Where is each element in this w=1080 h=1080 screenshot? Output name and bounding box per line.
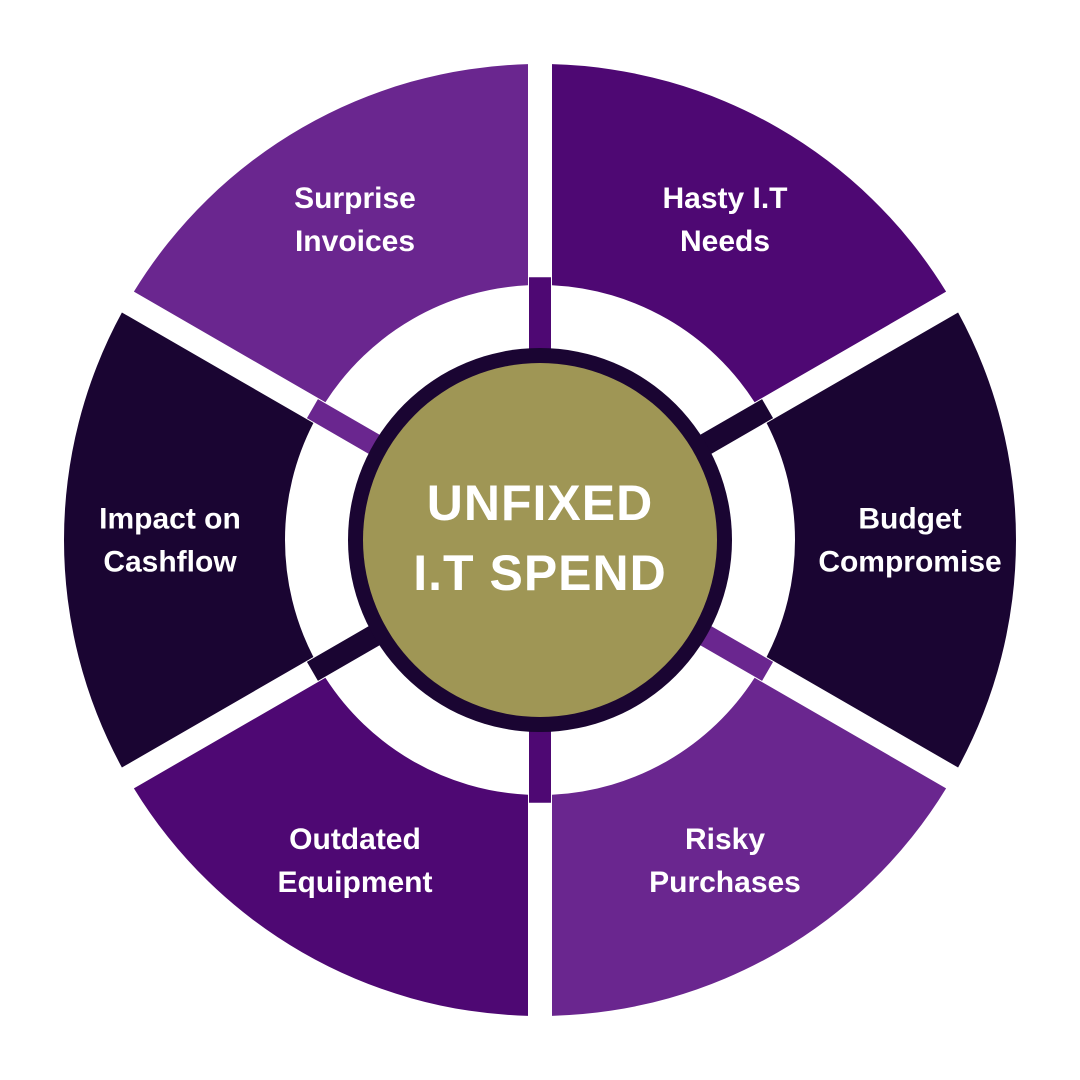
- connector-impact-on-cashflow: [306, 399, 385, 457]
- label-outdated-equipment-line-2: Equipment: [278, 866, 433, 899]
- center-title-line-1: UNFIXED: [427, 475, 653, 531]
- center-disc: [363, 363, 717, 717]
- label-budget-compromise-line-1: Budget: [858, 503, 961, 536]
- connector-risky-purchases: [529, 725, 551, 803]
- label-hasty-it-needs-line-2: Needs: [680, 225, 770, 258]
- label-outdated-equipment-line-1: Outdated: [289, 823, 421, 856]
- segment-outdated-equipment: [133, 677, 528, 1016]
- label-impact-on-cashflow-line-2: Cashflow: [103, 546, 237, 579]
- label-risky-purchases-line-1: Risky: [685, 823, 765, 856]
- center-title-line-2: I.T SPEND: [413, 545, 666, 601]
- label-surprise-invoices-line-1: Surprise: [294, 182, 416, 215]
- label-risky-purchases-line-2: Purchases: [649, 866, 801, 899]
- connector-outdated-equipment: [306, 623, 385, 681]
- segment-surprise-invoices: [133, 64, 528, 403]
- label-impact-on-cashflow-line-1: Impact on: [99, 503, 241, 536]
- connector-hasty-it-needs: [695, 399, 774, 457]
- connector-budget-compromise: [695, 623, 774, 681]
- segment-hasty-it-needs: [552, 64, 947, 403]
- label-surprise-invoices-line-2: Invoices: [295, 225, 415, 258]
- connector-surprise-invoices: [529, 277, 551, 355]
- label-budget-compromise-line-2: Compromise: [818, 546, 1001, 579]
- segment-risky-purchases: [552, 677, 947, 1016]
- center-hub: UNFIXED I.T SPEND: [348, 348, 732, 732]
- segment-budget-compromise: [766, 312, 1017, 768]
- label-hasty-it-needs-line-1: Hasty I.T: [662, 182, 787, 215]
- segment-impact-on-cashflow: [63, 312, 314, 768]
